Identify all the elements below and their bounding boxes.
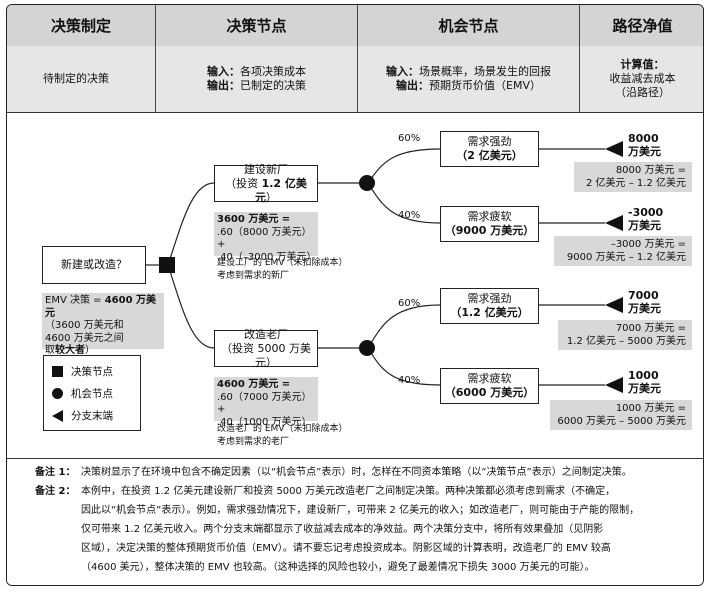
desc-decision-output: 输出：已制定的决策 [207, 79, 306, 92]
outcome-box-2: 需求疲软 （9000 万美元） [440, 206, 539, 242]
desc-path-calc-label: 计算值： [620, 58, 665, 71]
chance-node-upgrade [359, 340, 375, 356]
header-decision-making: 决策制定 [7, 5, 156, 46]
legend: 决策节点 机会节点 分支末端 [43, 355, 141, 431]
notes-section: 备注 1： 决策树显示了在环境中包含不确定因素（以“机会节点”表示）时，怎样在不… [7, 458, 703, 585]
root-emv-line1: EMV 决策 = 4600 万美元 [45, 295, 157, 319]
branch-2-probability: 40% [398, 210, 421, 221]
header-decision-node: 决策节点 [156, 5, 358, 46]
end-triangle-4 [605, 377, 623, 393]
build-new-plant-box: 建设新厂 （投资 1.2 亿美元） [214, 163, 318, 204]
root-decision-box: 新建或改造？ [42, 246, 146, 284]
tree-connectors [146, 141, 623, 393]
calc-3: 7000 万美元 = 1.2 亿美元 – 5000 万美元 [558, 320, 692, 350]
legend-end: 分支末端 [52, 408, 113, 423]
header-row: 决策制定 决策节点 机会节点 路径净值 [7, 5, 703, 47]
legend-circle-icon [52, 388, 63, 399]
payoff-3: 7000 万美元 [628, 289, 661, 315]
desc-path-calc-formula: 收益减去成本 [609, 72, 676, 85]
legend-chance: 机会节点 [52, 386, 113, 401]
legend-decision: 决策节点 [52, 364, 113, 379]
root-emv-line3: 4600 万美元之间 [45, 332, 124, 344]
upgrade-emv-shade: 4600 万美元 = .60（7000 万美元）+ .40（1000 万美元） [214, 377, 318, 428]
root-decision-label: 新建或改造？ [61, 258, 127, 271]
outcome-box-3: 需求强劲 （1.2 亿美元） [440, 288, 539, 324]
calc-4: 1000 万美元 = 6000 万美元 – 5000 万美元 [550, 400, 692, 430]
desc-decision-making: 待制定的决策 [7, 46, 156, 112]
description-row: 待制定的决策 输入：各项决策成本 输出：已制定的决策 输入：场景概率，场景发生的… [7, 46, 703, 113]
legend-triangle-icon [52, 409, 63, 422]
desc-path-value: 计算值： 收益减去成本 （沿路径） [580, 46, 703, 112]
desc-decision-text: 待制定的决策 [43, 72, 109, 85]
calc-2: –3000 万美元 = 9000 万美元 – 1.2 亿美元 [554, 236, 692, 266]
build-emv-shade: 3600 万美元 = .60（8000 万美元）+ .40（–3000 万美元） [214, 212, 318, 263]
desc-chance-node: 输入：场景概率，场景发生的回报 输出：预期货币价值（EMV） [358, 46, 580, 112]
outcome-box-4: 需求疲软 （6000 万美元） [440, 368, 539, 404]
outcome-box-1: 需求强劲 （2 亿美元） [440, 131, 539, 167]
build-emv-note: 建设工厂的 EMV（未扣除成本） 考虑到需求的新厂 [217, 258, 348, 281]
branch-3-probability: 60% [398, 298, 421, 309]
header-chance-node: 机会节点 [358, 5, 580, 46]
upgrade-old-plant-box: 改造老厂 （投资 5000 万美元） [214, 328, 318, 369]
branch-1-probability: 60% [398, 133, 421, 144]
desc-chance-input: 输入：场景概率，场景发生的回报 [386, 65, 551, 78]
payoff-1: 8000 万美元 [628, 132, 661, 158]
chance-node-build [359, 175, 375, 191]
payoff-2: -3000 万美元 [628, 206, 664, 232]
end-triangle-3 [605, 297, 623, 313]
root-emv-line2: （3600 万美元和 [45, 320, 124, 331]
desc-decision-input: 输入：各项决策成本 [207, 65, 306, 78]
desc-decision-node: 输入：各项决策成本 输出：已制定的决策 [156, 46, 358, 112]
payoff-4: 1000 万美元 [628, 369, 661, 395]
decision-node-square [159, 257, 175, 273]
header-path-value: 路径净值 [612, 17, 673, 35]
upgrade-emv-note: 改造老厂的 EMV（未扣除成本） 考虑到需求的老厂 [217, 424, 348, 447]
end-triangle-2 [605, 215, 623, 231]
root-emv-shade: EMV 决策 = 4600 万美元 （3600 万美元和 4600 万美元之间 … [42, 293, 164, 356]
branch-4-probability: 40% [398, 375, 421, 386]
legend-square-icon [52, 366, 63, 377]
end-triangle-1 [605, 141, 623, 157]
desc-chance-output: 输出：预期货币价值（EMV） [396, 79, 541, 92]
decision-tree: 新建或改造？ EMV 决策 = 4600 万美元 （3600 万美元和 4600… [7, 113, 703, 458]
desc-path-calc-note: （沿路径） [615, 86, 670, 99]
calc-1: 8000 万美元 = 2 亿美元 – 1.2 亿美元 [574, 162, 692, 192]
root-emv-line4: 取较大者） [45, 345, 95, 356]
decision-tree-figure: 决策制定 决策节点 机会节点 路径净值 待制定的决策 输入：各项决策成本 输出：… [6, 4, 704, 586]
